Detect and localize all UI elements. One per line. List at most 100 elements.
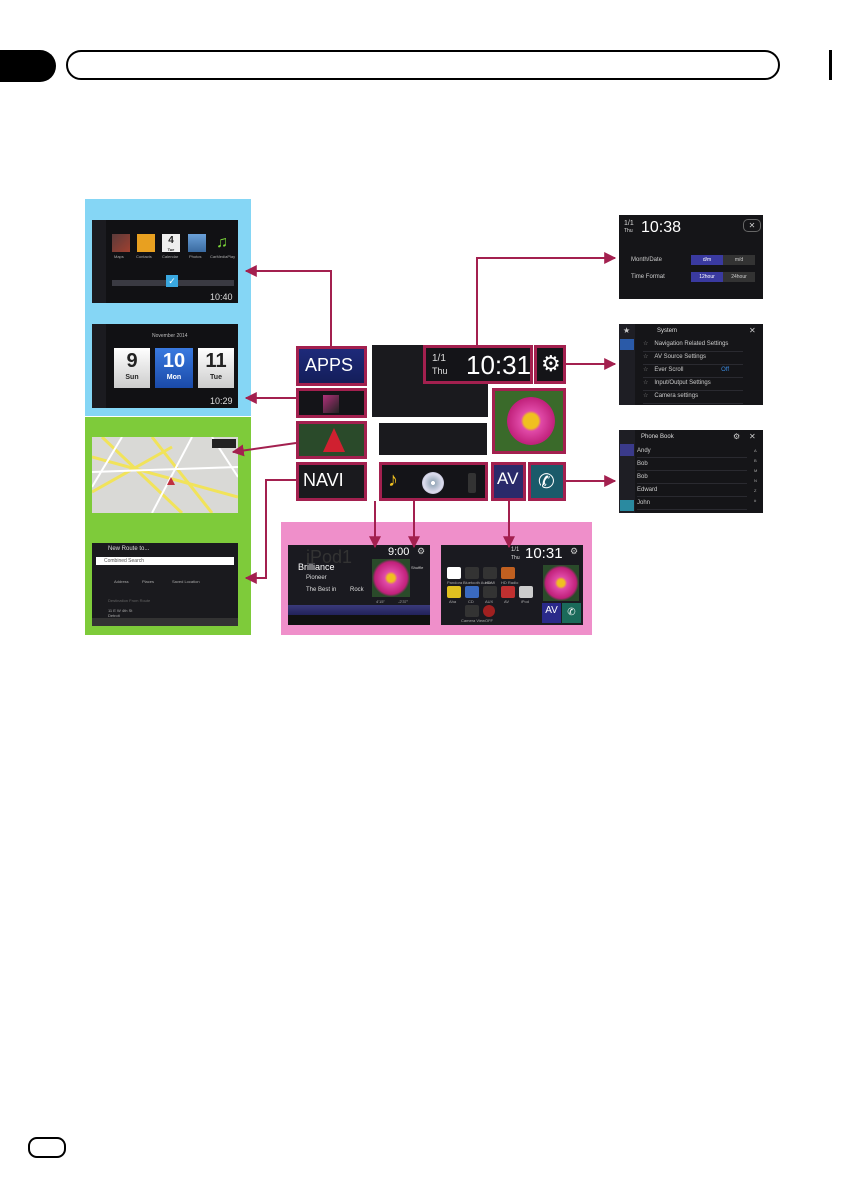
nav-option-saved[interactable]: Saved Location <box>172 579 200 584</box>
source-hdmi[interactable] <box>483 567 497 579</box>
home-date: 1/1 <box>432 353 446 364</box>
gear-icon[interactable]: ⚙ <box>570 546 579 556</box>
apps-tile-contacts[interactable] <box>137 234 155 252</box>
alpha-index[interactable]: A B M N Z # <box>754 448 758 503</box>
month-date-dm[interactable]: d/m <box>691 255 723 265</box>
source-label-aux: AUX <box>485 599 494 604</box>
phone-title: Phone Book <box>641 434 674 440</box>
apps-label-carmedia: CarMediaPlay <box>210 254 236 259</box>
apps-screen: 4 Tue ♫ Maps Contacts Calendar Photos Ca… <box>92 220 238 303</box>
system-item-io[interactable]: ☆Input/Output Settings <box>643 377 743 391</box>
navi-tile[interactable]: NAVI <box>296 462 367 501</box>
source-off[interactable] <box>483 605 495 617</box>
ipod-time: 9:00 <box>388 546 410 558</box>
transport-bar[interactable] <box>288 605 430 615</box>
gear-icon[interactable]: ⚙ <box>733 432 741 441</box>
source-label-ipod: iPod <box>521 599 530 604</box>
av-date: 1/1 <box>511 547 520 553</box>
nav-address-line[interactable]: 11 E W 4th St <box>108 608 133 613</box>
system-item-nav[interactable]: ☆Navigation Related Settings <box>643 338 743 352</box>
apps-tile[interactable]: APPS <box>296 346 367 386</box>
contact-row[interactable]: John <box>637 497 747 510</box>
close-icon[interactable]: ✕ <box>749 432 756 441</box>
system-item-av[interactable]: ☆AV Source Settings <box>643 351 743 365</box>
clock-row-month: Month/Date <box>631 257 663 263</box>
nav-recent[interactable]: Destination From Route <box>108 598 151 603</box>
flower-photo <box>507 397 555 445</box>
calendar-day-tue[interactable]: 11 Tue <box>198 348 234 388</box>
source-bluetooth[interactable] <box>465 567 479 579</box>
phone-icon: ✆ <box>538 471 555 493</box>
av-day: Thu <box>511 555 520 561</box>
source-aux[interactable] <box>483 586 497 598</box>
calendar-day-sun[interactable]: 9 Sun <box>114 348 150 388</box>
nav-option-address[interactable]: Address <box>114 579 129 584</box>
nav-option-places[interactable]: Places <box>142 579 155 584</box>
phone-button[interactable]: ✆ <box>562 603 581 623</box>
clock-tile[interactable]: 1/1 Thu 10:31 <box>423 345 533 384</box>
av-button[interactable]: AV <box>542 603 561 623</box>
av-source-tile[interactable]: ♪ <box>379 462 488 501</box>
apps-label-calendar: Calendar <box>162 254 179 259</box>
contact-row[interactable]: Andy <box>637 445 747 458</box>
contact-row[interactable]: Bob <box>637 471 747 484</box>
ipod-watermark: iPod1 <box>306 547 353 567</box>
calendar-day-mon[interactable]: 10 Mon <box>155 348 193 388</box>
album-art <box>543 565 579 601</box>
contact-row[interactable]: Edward <box>637 484 747 497</box>
source-hdradio[interactable] <box>501 567 515 579</box>
contacts-icon[interactable] <box>620 444 634 456</box>
close-icon[interactable]: ✕ <box>749 326 756 335</box>
device-icon <box>468 473 476 493</box>
keypad-icon[interactable] <box>620 500 634 511</box>
calendar-time: 10:29 <box>210 396 233 406</box>
apps-tile-photos[interactable] <box>188 234 206 252</box>
source-av[interactable] <box>501 586 515 598</box>
ipod-shuffle[interactable]: Shuffle <box>411 565 424 570</box>
chapter-tab <box>0 50 56 82</box>
source-aha[interactable] <box>447 586 461 598</box>
source-camera[interactable] <box>465 605 479 617</box>
apps-tile-maps[interactable] <box>112 234 130 252</box>
ipod-album: The Best in <box>306 587 337 593</box>
source-pandora[interactable] <box>447 567 461 579</box>
settings-tile[interactable]: ⚙ <box>534 345 566 384</box>
close-icon[interactable]: ✕ <box>743 219 761 232</box>
system-item-camera[interactable]: ☆Camera settings <box>643 390 743 404</box>
search-input[interactable]: Combined Search <box>96 557 234 565</box>
recent-app-tile[interactable] <box>296 388 367 418</box>
search-placeholder: Combined Search <box>104 558 145 564</box>
av-label: AV <box>497 469 519 488</box>
apps-time: 10:40 <box>210 292 233 302</box>
gear-icon[interactable]: ⚙ <box>417 546 426 556</box>
nav-search-title: New Route to... <box>108 546 150 552</box>
source-cd[interactable] <box>465 586 479 598</box>
format-12hour[interactable]: 12hour <box>691 272 723 282</box>
ipod-screen: iPod1 9:00 ⚙ Brilliance Pioneer The Best… <box>288 545 430 625</box>
star-icon[interactable]: ★ <box>623 326 631 335</box>
header-bar <box>66 50 780 80</box>
apps-label-maps: Maps <box>114 254 124 259</box>
album-art <box>372 559 410 597</box>
nav-search-screen: New Route to... Combined Search Address … <box>92 543 238 626</box>
contact-row[interactable]: Bob <box>637 458 747 471</box>
music-note-icon: ♪ <box>388 469 398 491</box>
format-24hour[interactable]: 24hour <box>723 272 755 282</box>
source-label-hdmi: HDMI <box>485 580 496 585</box>
av-tile[interactable]: AV <box>491 462 526 501</box>
apps-label-photos: Photos <box>189 254 202 259</box>
clock-date: 1/1 <box>624 220 634 227</box>
source-label-off: OFF <box>485 618 493 623</box>
phone-tile[interactable]: ✆ <box>528 462 566 501</box>
clock-time: 10:38 <box>641 219 682 236</box>
settings-icon[interactable] <box>620 339 634 350</box>
source-ipod[interactable] <box>519 586 533 598</box>
apps-tile-calendar[interactable]: 4 Tue <box>162 234 180 252</box>
photo-tile[interactable] <box>492 388 566 454</box>
apps-tile-carmedia[interactable]: ♫ <box>216 234 228 251</box>
month-date-md[interactable]: m/d <box>723 255 755 265</box>
header-end-mark <box>829 50 832 80</box>
source-label-camera: Camera View <box>461 618 485 623</box>
navi-map-tile[interactable] <box>296 421 367 459</box>
